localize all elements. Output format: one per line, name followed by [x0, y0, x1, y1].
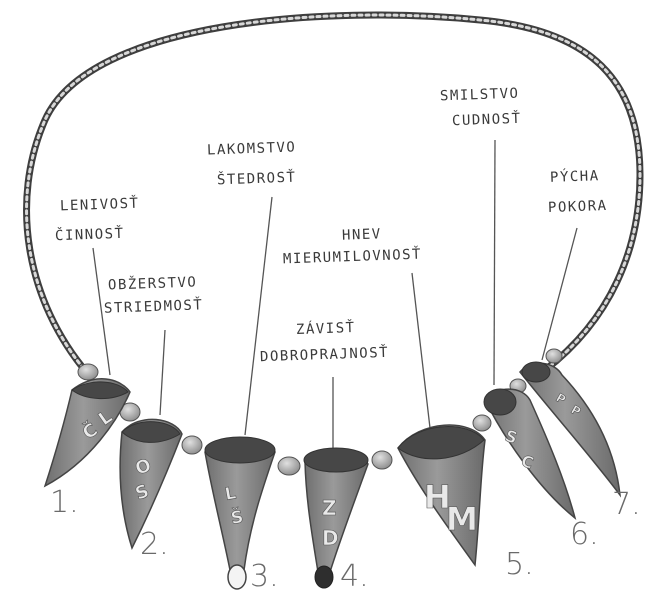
fang-4-letter-bottom: D	[322, 526, 339, 550]
bead	[473, 415, 491, 431]
bead	[372, 451, 392, 469]
label-1-top: LENIVOSŤ	[60, 197, 140, 214]
leader-line-7	[542, 228, 577, 360]
bead	[546, 349, 562, 363]
fang-4-letter-top: Z	[322, 496, 337, 520]
fang-number-1: 1.	[50, 488, 79, 518]
label-2-bottom: STRIEDMOSŤ	[104, 298, 204, 315]
bead	[278, 457, 300, 475]
fang-number-7: 7.	[612, 490, 641, 520]
label-3-bottom: ŠTEDROSŤ	[217, 171, 297, 188]
label-3-top: LAKOMSTVO	[207, 140, 297, 157]
label-6-bottom: CUDNOSŤ	[452, 112, 522, 128]
label-2-top: OBŽERSTVO	[108, 275, 198, 292]
label-7-top: PÝCHA	[550, 169, 600, 185]
fang-5: H M	[398, 425, 485, 565]
label-7-bottom: POKORA	[548, 199, 608, 215]
label-6-top: SMILSTVO	[440, 87, 520, 104]
label-5-top: HNEV	[342, 227, 382, 242]
label-4-top: ZÁVISŤ	[296, 321, 356, 337]
leader-line-3	[245, 197, 272, 435]
fang-number-3: 3.	[250, 562, 279, 592]
bead	[78, 364, 98, 380]
fang-number-5: 5.	[505, 550, 534, 580]
bead	[182, 436, 202, 454]
fang-number-2: 2.	[140, 530, 169, 560]
fang-number-4: 4.	[340, 562, 369, 592]
fang-3-tip	[228, 565, 246, 589]
fang-4-tip	[315, 566, 333, 588]
fang-5-letter-bottom: M	[446, 500, 478, 538]
leader-line-5	[412, 273, 430, 428]
fang-number-6: 6.	[570, 520, 599, 550]
label-1-bottom: ČINNOSŤ	[55, 227, 125, 243]
fang-1: Č L	[45, 379, 130, 486]
leader-line-6	[494, 140, 495, 385]
leader-line-2	[160, 330, 165, 415]
